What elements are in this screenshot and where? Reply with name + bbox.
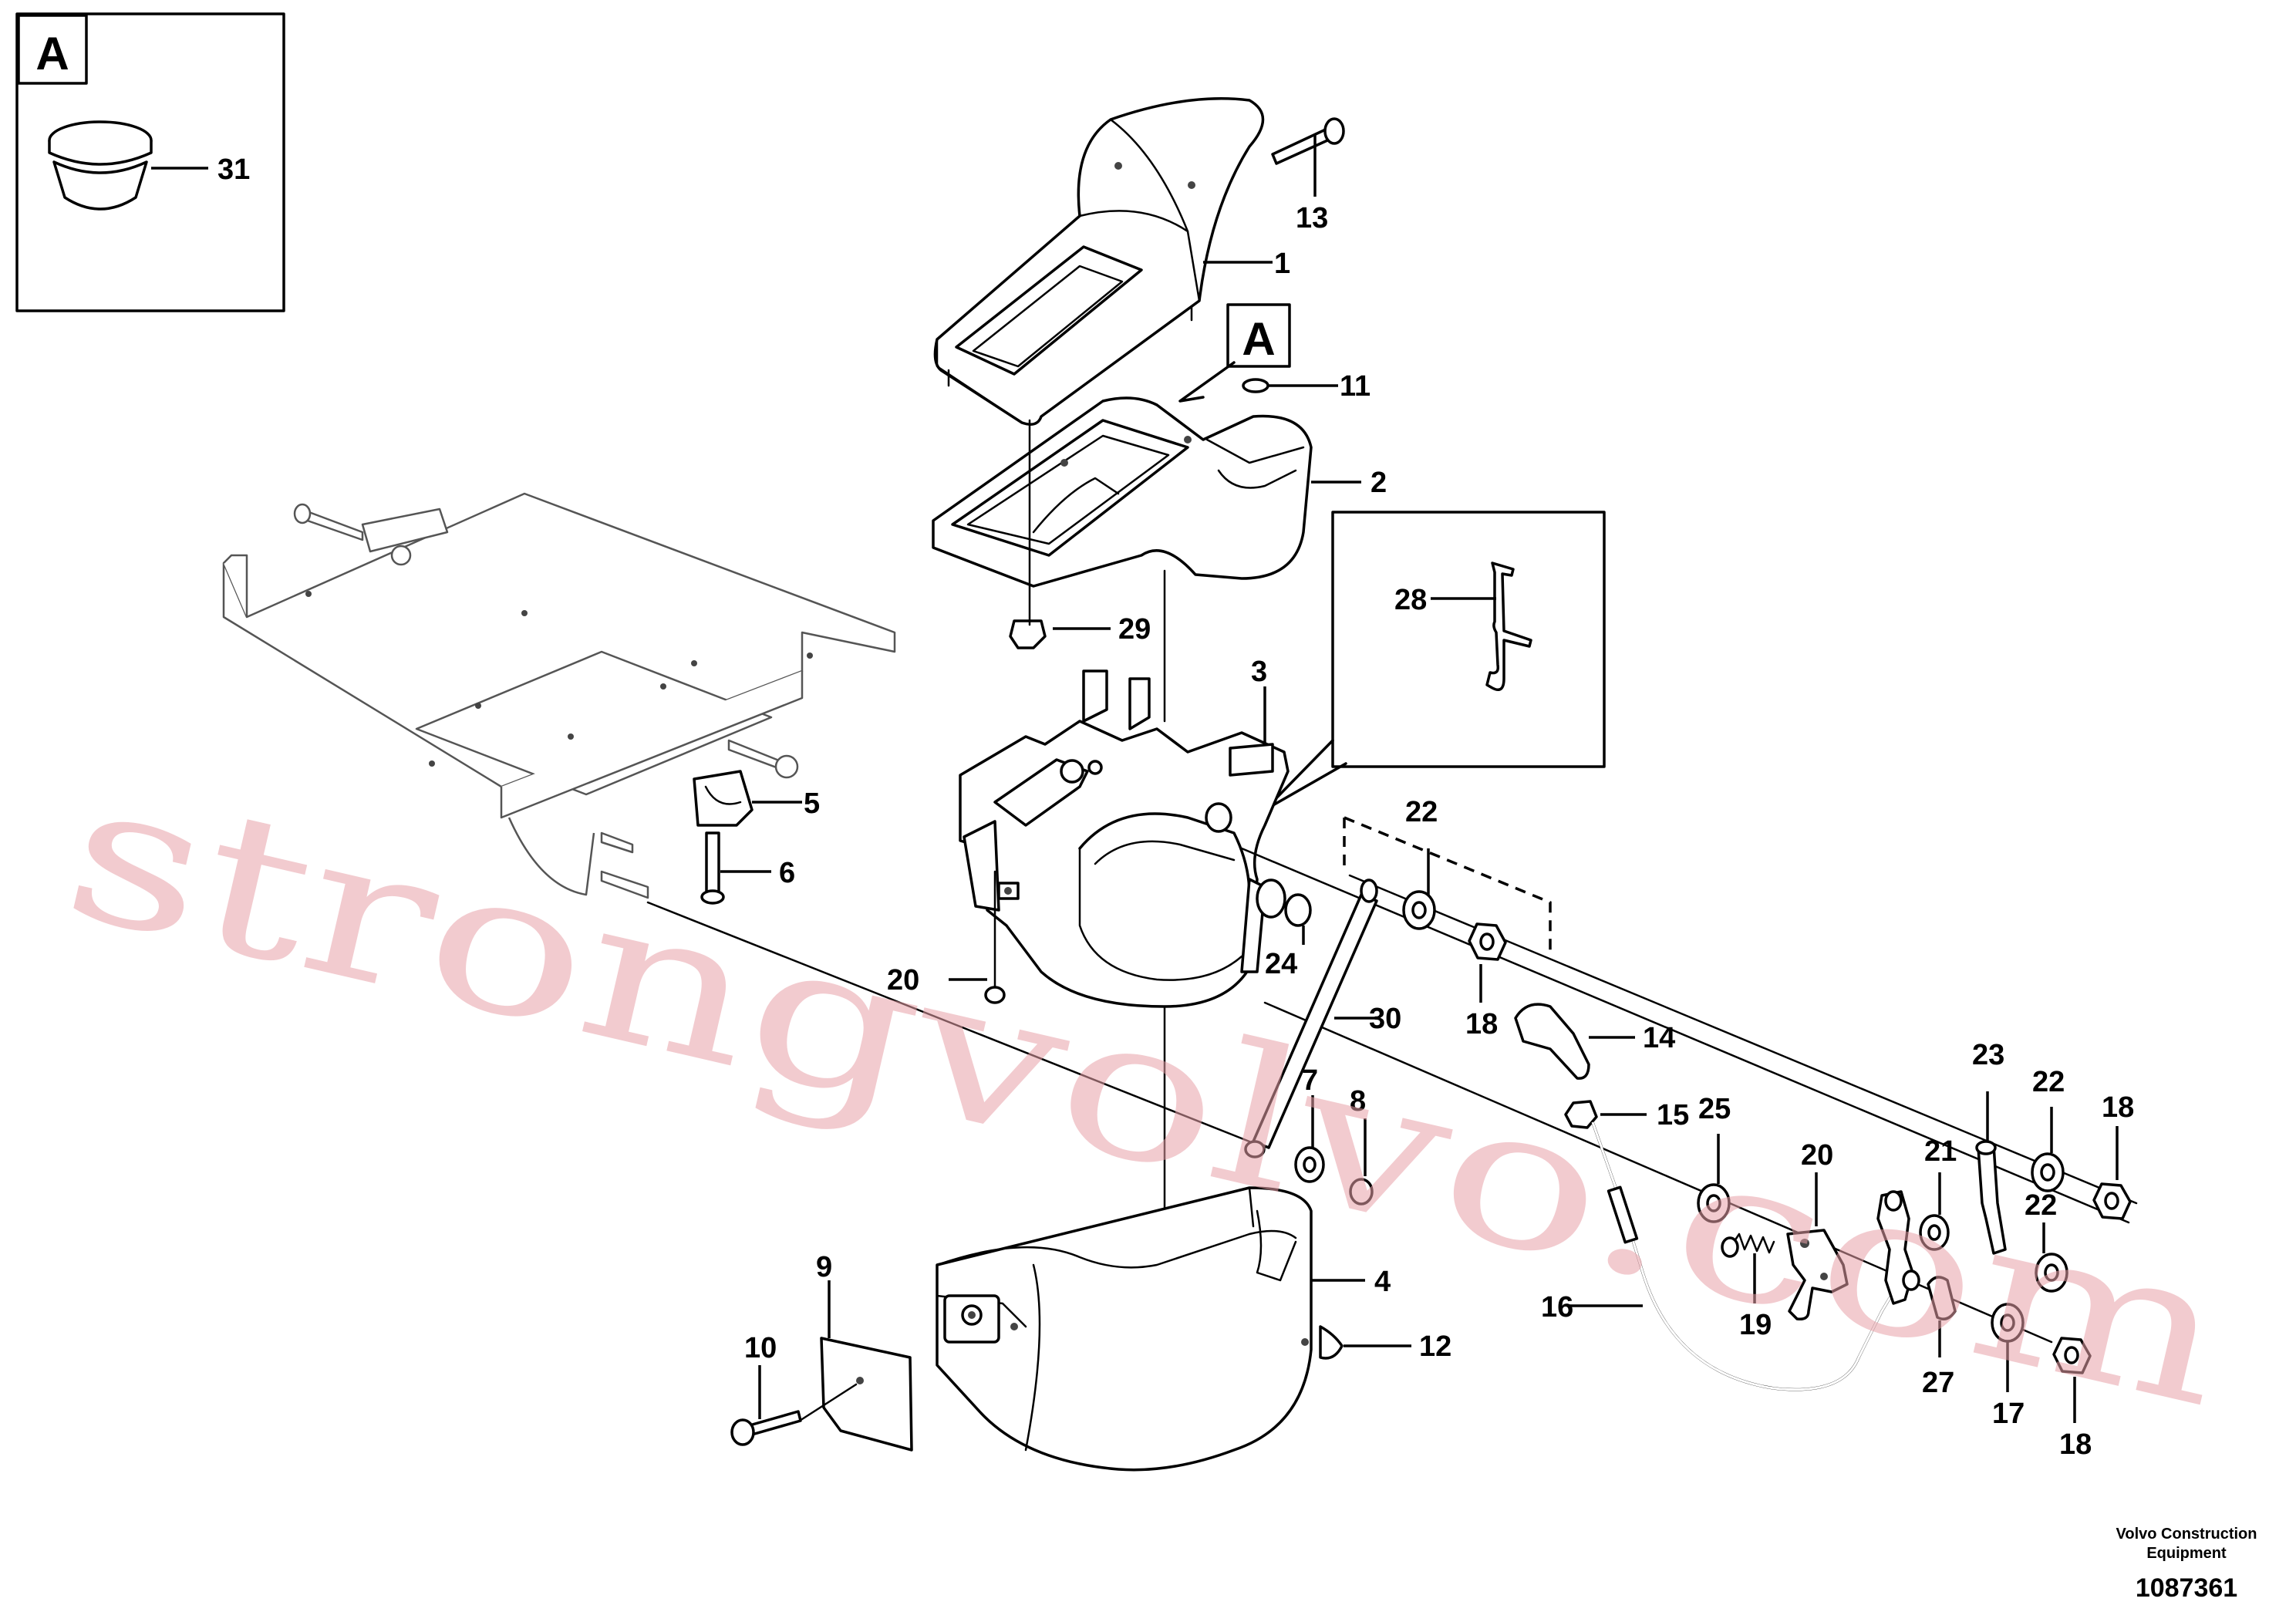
part-label-11: 11 xyxy=(1340,370,1371,403)
part-label-18-top: 18 xyxy=(1465,1008,1498,1040)
bolt-23-drawing xyxy=(1975,1140,2007,1255)
part-label-22-lower: 22 xyxy=(2025,1189,2057,1222)
detail-ref-letter: A xyxy=(1242,313,1275,365)
part-label-4: 4 xyxy=(1374,1266,1391,1298)
part-label-15: 15 xyxy=(1657,1099,1689,1131)
part-label-20-right: 20 xyxy=(1801,1139,1833,1172)
part-label-25: 25 xyxy=(1698,1093,1731,1125)
lever-20-drawing xyxy=(1786,1229,1849,1321)
washer-22-right-drawing xyxy=(2031,1152,2065,1192)
part-label-3: 3 xyxy=(1251,656,1267,688)
ring-8-drawing xyxy=(1349,1178,1374,1206)
plug-11-drawing xyxy=(1242,378,1269,393)
gas-spring-30-drawing xyxy=(1244,878,1378,1158)
detail-ref-a: A xyxy=(1178,303,1291,403)
washer-7-drawing xyxy=(1294,1146,1325,1183)
detail-box-letter: A xyxy=(35,28,69,79)
footer: Volvo Construction Equipment 1087361 xyxy=(2116,1526,2257,1603)
part-label-27: 27 xyxy=(1922,1367,1954,1399)
nut-18-right-drawing xyxy=(2092,1182,2132,1220)
part-label-22-right: 22 xyxy=(2032,1066,2065,1098)
part-label-22-top: 22 xyxy=(1405,796,1438,828)
part-label-8: 8 xyxy=(1350,1085,1366,1118)
part-label-28: 28 xyxy=(1394,584,1427,616)
part-label-7: 7 xyxy=(1302,1064,1318,1097)
bushing-24-drawing xyxy=(1256,878,1312,927)
part-label-16: 16 xyxy=(1541,1291,1573,1324)
part-label-5: 5 xyxy=(804,787,820,820)
part-label-29: 29 xyxy=(1118,613,1151,646)
part-label-18-right: 18 xyxy=(2102,1091,2134,1124)
washer-25-drawing xyxy=(1697,1183,1731,1223)
washer-22-lower-drawing xyxy=(2035,1253,2068,1293)
seat-base-plate xyxy=(222,492,896,899)
part-label-6: 6 xyxy=(779,857,795,889)
washer-21-drawing xyxy=(1919,1214,1950,1251)
part-label-18-bottom: 18 xyxy=(2059,1428,2092,1461)
lower-cover-4-drawing xyxy=(936,1186,1313,1472)
screw-10-drawing xyxy=(730,1410,802,1446)
top-cover-1-drawing xyxy=(933,97,1265,426)
nut-29-drawing xyxy=(1009,619,1047,649)
part-label-1: 1 xyxy=(1274,248,1290,280)
part-label-21: 21 xyxy=(1924,1135,1957,1168)
detail-box-a: A 31 xyxy=(15,12,285,312)
nut-18-top-drawing xyxy=(1468,922,1507,961)
mount-bracket-drawing xyxy=(1876,1190,1920,1305)
pin-6-drawing xyxy=(700,831,725,905)
part-label-14: 14 xyxy=(1643,1022,1675,1054)
part-label-17: 17 xyxy=(1992,1398,2025,1430)
console-top-2-drawing xyxy=(932,396,1313,588)
part-label-23: 23 xyxy=(1972,1039,2004,1071)
nut-18-bottom-drawing xyxy=(2052,1337,2092,1374)
part-label-31: 31 xyxy=(217,153,250,186)
part-label-20-left: 20 xyxy=(887,964,919,996)
handle-14-drawing xyxy=(1514,1003,1590,1080)
plug-31-drawing xyxy=(48,120,153,211)
part-label-13: 13 xyxy=(1296,202,1328,234)
drawing-number: 1087361 xyxy=(2136,1573,2237,1603)
cable-end-20-drawing xyxy=(984,870,1006,1004)
washer-22-top-drawing xyxy=(1402,890,1436,930)
cable-16-drawing xyxy=(1591,1121,1907,1391)
part-label-2: 2 xyxy=(1371,467,1387,499)
part-label-30: 30 xyxy=(1369,1003,1401,1035)
company-line-1: Volvo Construction xyxy=(2116,1526,2257,1543)
company-line-2: Equipment xyxy=(2146,1545,2227,1562)
part-label-19: 19 xyxy=(1739,1309,1772,1341)
part-label-10: 10 xyxy=(744,1332,777,1364)
clip-12-drawing xyxy=(1319,1325,1344,1360)
part-label-24: 24 xyxy=(1265,948,1297,980)
detail-box-28: 28 xyxy=(1263,511,1606,811)
nut-15-drawing xyxy=(1564,1100,1598,1129)
console-frame-3-drawing xyxy=(959,669,1290,1008)
washer-17-drawing xyxy=(1991,1303,2025,1343)
bracket-5-drawing xyxy=(693,770,754,827)
plate-9-drawing xyxy=(820,1337,913,1452)
spring-19-drawing xyxy=(1721,1233,1775,1258)
screw-13-drawing xyxy=(1271,117,1345,165)
bushing-27-drawing xyxy=(1927,1276,1957,1320)
part-label-9: 9 xyxy=(816,1251,832,1283)
part-label-12: 12 xyxy=(1419,1330,1451,1363)
